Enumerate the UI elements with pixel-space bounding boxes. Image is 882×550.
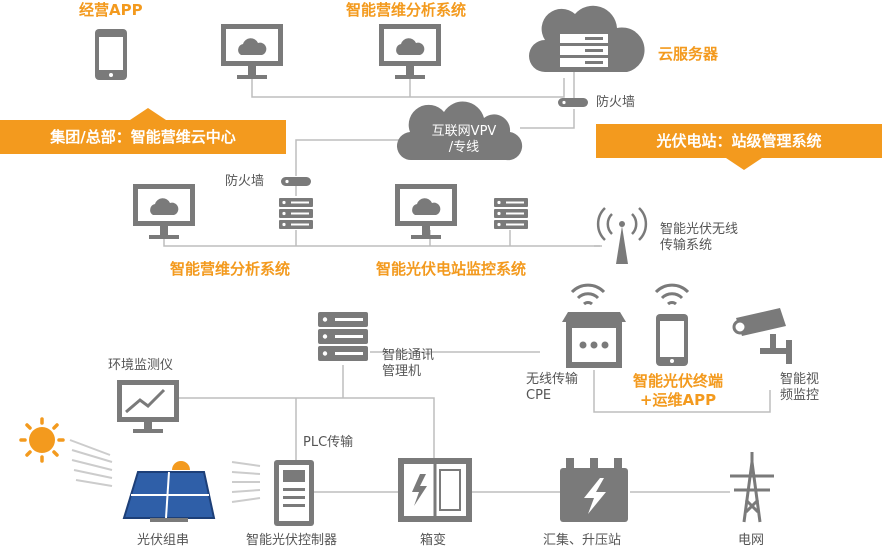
label-terminal-line1: 智能光伏终端 [632, 372, 723, 390]
firewall-icon [558, 98, 588, 107]
power-grid-tower-icon [730, 452, 774, 523]
monitor-icon [379, 24, 441, 79]
label-internet-line2: /专线 [448, 140, 480, 156]
label-top-app: 经营APP [79, 1, 143, 19]
label-plc: PLC传输 [303, 435, 354, 450]
banner-arrow [130, 108, 166, 120]
label-wireless-system: 智能光伏无线 传输系统 [660, 222, 738, 255]
mobile-terminal-icon [656, 314, 688, 366]
label-video: 智能视 频监控 [780, 372, 819, 405]
label-cpe-line2: CPE [526, 388, 552, 404]
label-terminal-line2: +运维APP [639, 390, 717, 409]
pv-controller-icon [274, 460, 314, 526]
cloud-server-icon [529, 5, 645, 73]
wifi-icon [654, 283, 690, 306]
wifi-icon [570, 283, 606, 306]
sun-rays-decoration [69, 439, 261, 503]
label-pv-string: 光伏组串 [137, 533, 190, 548]
solar-panel-icon [122, 461, 216, 522]
label-comm-line2: 管理机 [382, 364, 422, 380]
label-wireless-line1: 智能光伏无线 [660, 222, 739, 237]
label-mid-analysis: 智能营维分析系统 [170, 260, 291, 278]
smartphone-icon [95, 29, 127, 80]
internet-cloud-icon [396, 101, 523, 161]
monitor-icon [221, 24, 283, 79]
label-cloud-server: 云服务器 [658, 45, 719, 63]
label-terminal: 智能光伏终端 +运维APP [624, 372, 732, 410]
box-transformer-icon [398, 458, 472, 522]
label-substation: 汇集、升压站 [543, 533, 622, 548]
banner-station-system: 光伏电站：站级管理系统 [596, 124, 882, 158]
label-internet: 互联网VPV /专线 [418, 124, 510, 157]
cpe-device-icon [562, 312, 626, 368]
label-pv-controller: 智能光伏控制器 [246, 533, 338, 548]
label-mid-monitor: 智能光伏电站监控系统 [376, 260, 527, 278]
monitor-icon [395, 184, 457, 239]
banner-group-cloud-center: 集团/总部：智能营维云中心 [0, 120, 286, 154]
label-top-analysis: 智能营维分析系统 [346, 1, 467, 19]
antenna-tower-icon [596, 207, 648, 264]
label-comm-manager: 智能通讯 管理机 [382, 348, 434, 381]
label-video-line1: 智能视 [780, 372, 820, 387]
firewall-icon [281, 177, 311, 186]
label-firewall-mid: 防火墙 [225, 174, 265, 189]
surveillance-camera-icon [732, 308, 792, 364]
label-video-line2: 频监控 [780, 388, 820, 404]
server-icon [279, 198, 313, 229]
label-internet-line1: 互联网VPV [431, 124, 497, 139]
label-cpe-line1: 无线传输 [526, 372, 579, 387]
label-comm-line1: 智能通讯 [382, 348, 435, 363]
label-firewall-top: 防火墙 [596, 95, 636, 110]
environment-monitor-icon [117, 380, 179, 433]
label-transformer-box: 箱变 [420, 533, 447, 548]
monitor-icon [133, 184, 195, 239]
label-grid: 电网 [738, 533, 765, 548]
sun-icon [19, 417, 65, 463]
server-icon [494, 198, 528, 229]
label-wireless-line2: 传输系统 [660, 238, 713, 254]
comm-manager-server-icon [318, 312, 368, 361]
label-cpe: 无线传输 CPE [526, 372, 578, 405]
substation-icon [560, 458, 628, 522]
banner-arrow [726, 158, 762, 170]
label-env-monitor: 环境监测仪 [108, 358, 174, 373]
